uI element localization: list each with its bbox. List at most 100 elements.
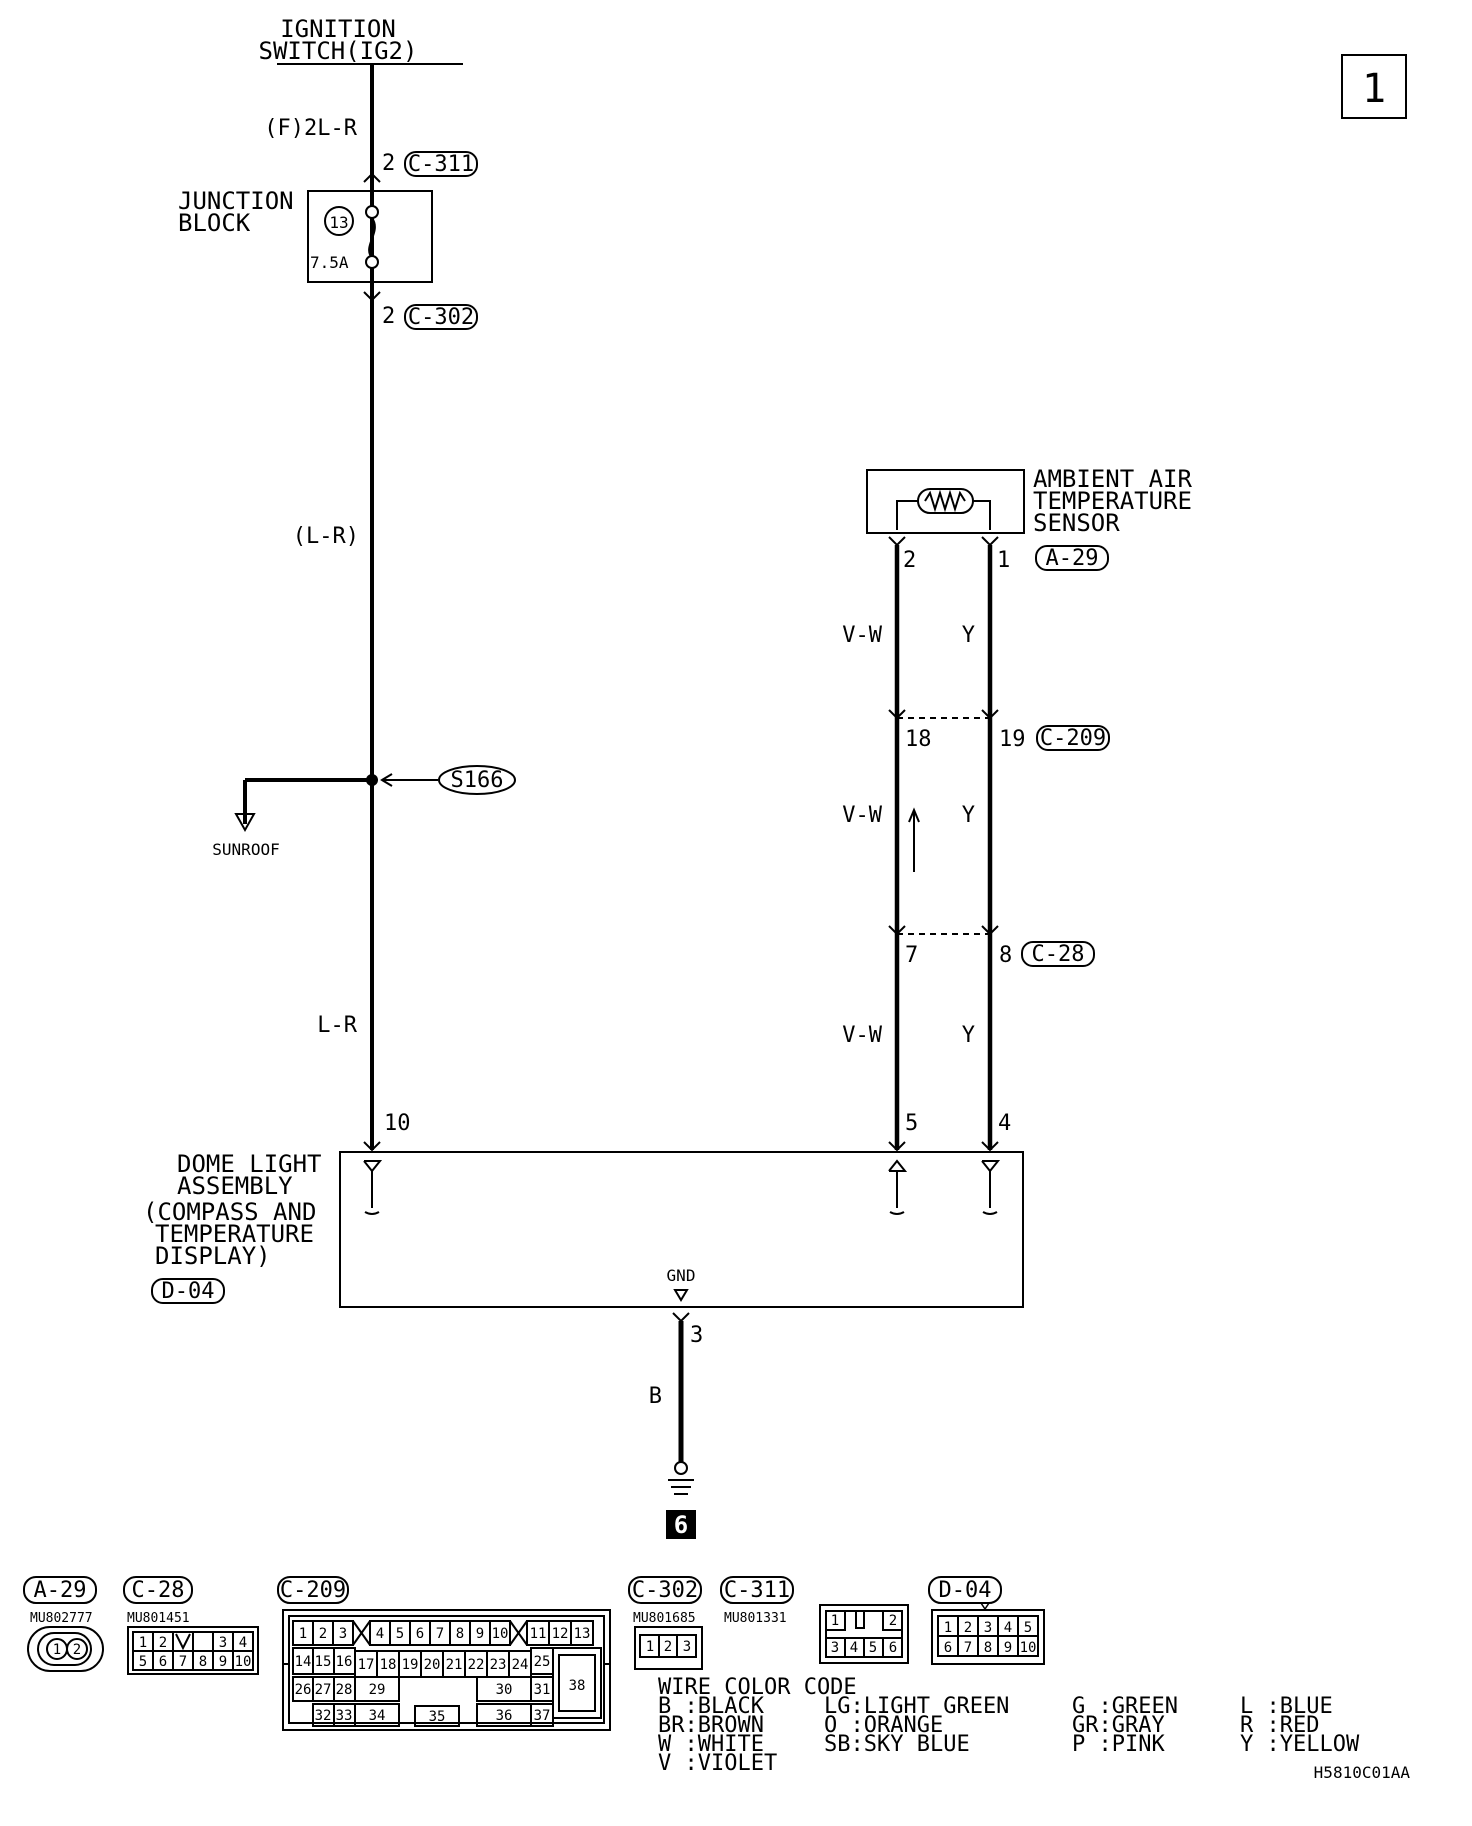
legend-d04-pin: 5 — [1024, 1620, 1032, 1636]
legend-c302-pin: 3 — [683, 1639, 691, 1655]
c209-pin18-arrow — [888, 709, 906, 720]
dome-light-box — [339, 1151, 1024, 1308]
a29-pin-left: 2 — [903, 548, 916, 573]
c209-pin-right: 19 — [999, 727, 1026, 752]
c28-pin-left: 7 — [905, 943, 918, 968]
legend-c311-label: C-311 — [724, 1578, 790, 1603]
c302-label: C-302 — [408, 305, 474, 330]
legend-c28-pin: 5 — [139, 1654, 147, 1670]
legend-c209-pin: 4 — [376, 1626, 384, 1642]
color-code-entry: B :BLACK — [658, 1694, 765, 1719]
legend-c209-label: C-209 — [280, 1578, 346, 1603]
c302-arrow — [363, 291, 381, 302]
wire-label-lr: L-R — [317, 1013, 357, 1038]
c311-arrow — [363, 172, 381, 183]
dome-light-label-line1: DOME LIGHT — [177, 1150, 322, 1178]
legend-c302-pins — [639, 1634, 697, 1658]
legend-c28-pin: 2 — [159, 1635, 167, 1651]
sensor-label-line3: SENSOR — [1033, 509, 1120, 537]
legend-c209-pin: 18 — [380, 1657, 397, 1673]
legend-c311-pin: 5 — [869, 1640, 877, 1656]
legend-c209-row1-c — [526, 1620, 594, 1646]
legend-c28-shell — [127, 1626, 259, 1675]
legend-c209-pin: 2 — [319, 1626, 327, 1642]
legend-c311-pin: 2 — [889, 1613, 897, 1629]
legend-c311-pin: 4 — [850, 1640, 858, 1656]
legend-c311-pin: 3 — [831, 1640, 839, 1656]
fuse-element-icon — [368, 217, 376, 259]
c28-pin-right: 8 — [999, 943, 1012, 968]
fuse-number-circle — [324, 206, 354, 236]
legend-c209-shell — [282, 1609, 611, 1731]
legend-c28-pin: 1 — [139, 1635, 147, 1651]
legend-c28-pin: 8 — [199, 1654, 207, 1670]
legend-d04-pin: 10 — [1020, 1640, 1037, 1656]
sensor-lead-left — [896, 500, 918, 530]
legend-d04-pin: 9 — [1004, 1640, 1012, 1656]
color-code-entry: Y :YELLOW — [1240, 1732, 1360, 1757]
legend-c209-pin: 12 — [552, 1626, 569, 1642]
legend-c209-inner — [288, 1615, 605, 1724]
legend-d04-tag — [928, 1576, 1002, 1604]
d04-pin3-arrow — [672, 1312, 690, 1323]
legend-c302-tag — [628, 1576, 702, 1604]
d04-pin-10: 10 — [384, 1111, 411, 1136]
legend-a29-tag — [23, 1576, 97, 1604]
legend-c28-pin: 7 — [179, 1654, 187, 1670]
sensor-label-line2: TEMPERATURE — [1033, 487, 1192, 515]
legend-c209-row1-a — [292, 1620, 354, 1646]
legend-d04-key-icon — [979, 1602, 991, 1611]
legend-c209-pin: 1 — [299, 1626, 307, 1642]
page-number: 1 — [1362, 66, 1386, 112]
c28-pin8-arrow — [981, 925, 999, 936]
ground-terminal — [674, 1461, 688, 1475]
legend-d04-pin: 3 — [984, 1620, 992, 1636]
d04-internal-terminal-10 — [363, 1160, 383, 1173]
legend-a29-pin1-label: 1 — [53, 1642, 61, 1658]
d04-label: D-04 — [162, 1279, 215, 1304]
legend-a29-pin2-label: 2 — [73, 1642, 81, 1658]
legend-c209-cell-38 — [552, 1647, 602, 1719]
fuse-number: 13 — [329, 213, 348, 232]
a29-label: A-29 — [1046, 546, 1099, 571]
page-number-box — [1341, 54, 1407, 119]
wire-label-vw-1: V-W — [842, 623, 882, 648]
legend-c209-pin: 25 — [534, 1654, 551, 1670]
splice-pointer-arrow — [380, 773, 393, 787]
legend-c209-pin: 36 — [496, 1708, 513, 1724]
legend-d04-pin: 6 — [944, 1640, 952, 1656]
legend-c209-row3-b — [354, 1676, 400, 1702]
legend-c209-pin: 35 — [429, 1709, 446, 1725]
legend-d04-pin: 1 — [944, 1620, 952, 1636]
legend-c28-pin: 9 — [219, 1654, 227, 1670]
legend-d04-pin: 7 — [964, 1640, 972, 1656]
legend-c209-pin: 33 — [336, 1708, 353, 1724]
fuse-terminal-bottom — [365, 255, 379, 269]
legend-c311-pin: 1 — [831, 1613, 839, 1629]
c209-tag — [1036, 725, 1110, 751]
legend-c311-pin2-cell — [882, 1610, 903, 1631]
legend-c209-x-mark — [509, 1620, 528, 1646]
d04-pin-4: 4 — [998, 1111, 1011, 1136]
color-code-entry: L :BLUE — [1240, 1694, 1333, 1719]
legend-c209-pin: 37 — [534, 1708, 551, 1724]
c209-pin-left: 18 — [905, 727, 932, 752]
c209-label: C-209 — [1040, 726, 1106, 751]
legend-a29-shell — [27, 1626, 104, 1672]
legend-c311-pin1-cell — [825, 1610, 846, 1631]
color-code-entry: W :WHITE — [658, 1732, 764, 1757]
dome-light-label-line3: (COMPASS AND — [143, 1198, 316, 1226]
c302-tag — [404, 304, 478, 330]
wire-label-y-3: Y — [962, 1023, 975, 1048]
c209-pin19-arrow — [981, 709, 999, 720]
legend-a29-part: MU802777 — [30, 1611, 93, 1626]
legend-c209-pin: 13 — [574, 1626, 591, 1642]
legend-c209-pin: 3 — [339, 1626, 347, 1642]
legend-d04-pin: 4 — [1004, 1620, 1012, 1636]
legend-c209-diagram — [282, 1609, 611, 1731]
c311-tag — [404, 151, 478, 177]
legend-c209-pin: 17 — [358, 1657, 375, 1673]
color-code-entry: LG:LIGHT GREEN — [824, 1694, 1009, 1719]
d04-pin-5: 5 — [905, 1111, 918, 1136]
legend-c209-pin: 30 — [496, 1682, 513, 1698]
